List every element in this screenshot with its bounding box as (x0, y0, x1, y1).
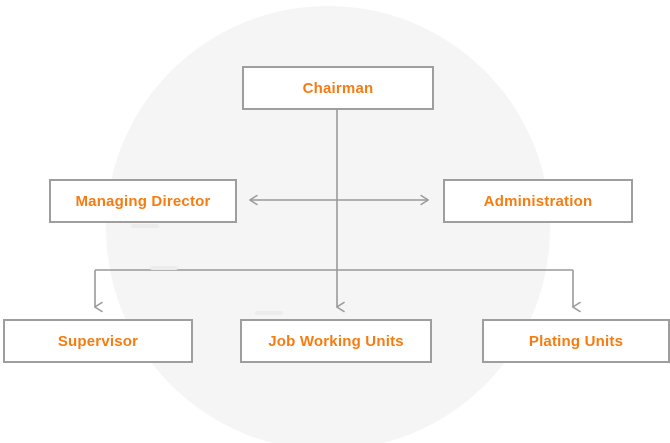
node-shadow-jobworking (255, 311, 283, 315)
node-shadow-managing (131, 224, 159, 228)
node-plating-units-label: Plating Units (528, 332, 624, 350)
node-managing-director-label: Managing Director (75, 192, 211, 210)
node-chairman-label: Chairman (302, 79, 374, 97)
node-supervisor[interactable]: Supervisor (3, 319, 193, 363)
node-administration-label: Administration (483, 192, 593, 210)
node-job-working-units[interactable]: Job Working Units (240, 319, 432, 363)
node-managing-director[interactable]: Managing Director (49, 179, 237, 223)
node-supervisor-label: Supervisor (57, 332, 139, 350)
node-shadow-bus (150, 266, 178, 270)
node-job-working-units-label: Job Working Units (268, 332, 404, 350)
node-plating-units[interactable]: Plating Units (482, 319, 670, 363)
node-chairman[interactable]: Chairman (242, 66, 434, 110)
node-administration[interactable]: Administration (443, 179, 633, 223)
